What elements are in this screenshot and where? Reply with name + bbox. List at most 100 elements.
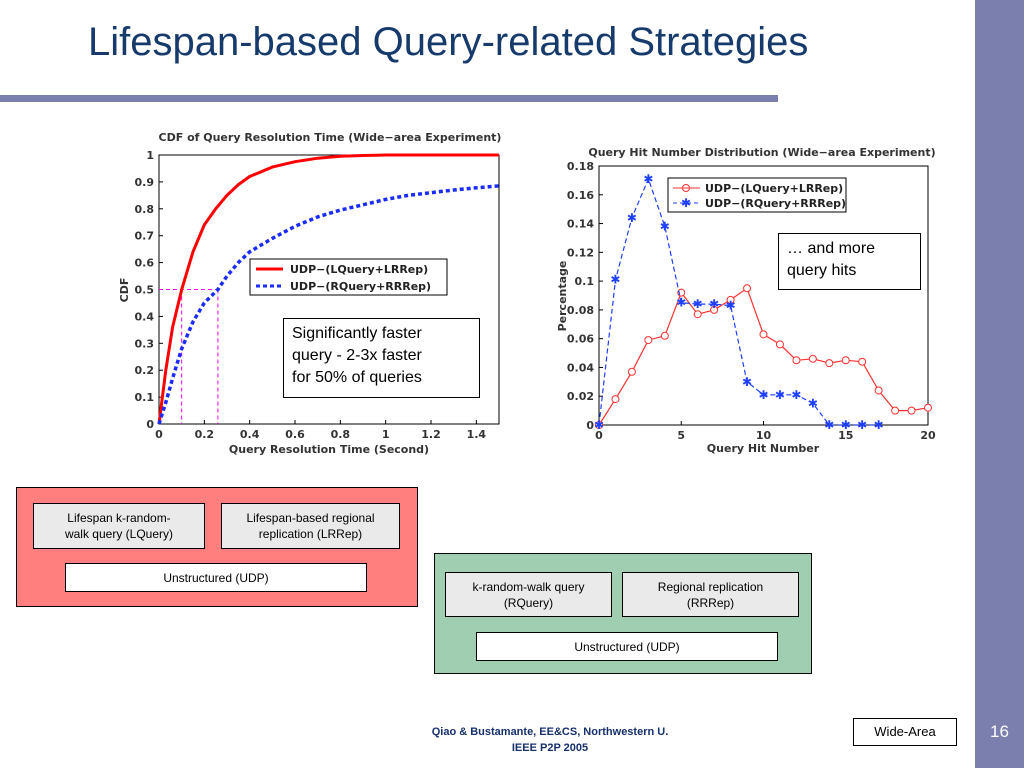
- data-point: [644, 336, 653, 345]
- data-point: ✱: [660, 219, 670, 233]
- x-tick-label: 20: [920, 429, 936, 442]
- data-point: [743, 284, 752, 293]
- y-tick-label: 0.9: [135, 176, 155, 189]
- data-point: [924, 403, 932, 412]
- footer-line1: Qiao & Bustamante, EE&CS, Northwestern U…: [431, 726, 669, 738]
- hit-xlabel: Query Hit Number: [707, 442, 820, 455]
- lrrep-label-line1: Lifespan-based regional: [246, 511, 375, 525]
- data-point: [775, 340, 784, 349]
- data-point: ✱: [841, 418, 851, 432]
- y-tick-label: 0.1: [575, 275, 595, 288]
- data-point: ✱: [676, 296, 686, 310]
- x-tick-label: 0.4: [240, 428, 260, 441]
- lquery-label-line2: walk query (LQuery): [64, 527, 174, 541]
- data-point: ✱: [824, 418, 834, 432]
- x-tick-label: 5: [677, 429, 685, 442]
- rrrep-label-line2: (RRRep): [686, 595, 735, 610]
- cdf-legend: [249, 258, 448, 296]
- data-point: ✱: [742, 375, 752, 389]
- data-point: [677, 288, 686, 297]
- footer-line2: IEEE P2P 2005: [511, 742, 589, 754]
- y-tick-label: 0.12: [567, 246, 594, 259]
- data-point: [726, 295, 735, 304]
- data-point: ✱: [693, 297, 703, 311]
- data-point: ✱: [627, 211, 637, 225]
- lquery-label-line1: Lifespan k-random-: [67, 511, 171, 525]
- data-point: ✱: [808, 396, 818, 410]
- rquery-box: k-random-walk query(RQuery): [445, 572, 612, 617]
- title-underline: [0, 95, 778, 102]
- y-tick-label: 0.1: [135, 391, 155, 404]
- data-point: [792, 356, 801, 365]
- lquery-box: Lifespan k-random-walk query (LQuery): [33, 503, 205, 549]
- cdf-legend-label-red: UDP−(LQuery+LRRep): [290, 263, 428, 276]
- rrrep-box: Regional replication(RRRep): [622, 572, 799, 617]
- hit-legend-label-red: UDP−(LQuery+LRRep): [705, 182, 843, 195]
- y-tick-label: 0.7: [135, 230, 155, 243]
- callout-faster-line3: for 50% of queries: [292, 369, 422, 386]
- x-tick-label: 0.8: [331, 428, 351, 441]
- data-point: [858, 357, 867, 366]
- data-point: [595, 421, 603, 429]
- y-tick-label: 0.06: [567, 333, 594, 346]
- callout-faster-query: Significantly faster query - 2-3x faster…: [283, 318, 480, 398]
- x-tick-label: 10: [756, 429, 772, 442]
- hit-chart-title: Query Hit Number Distribution (Wide−area…: [588, 146, 935, 159]
- x-tick-label: 0: [155, 428, 163, 441]
- data-point: ✱: [610, 273, 620, 287]
- callout-hits-line1: … and more: [787, 240, 876, 257]
- data-point: ✱: [791, 388, 801, 402]
- data-point: ✱: [726, 299, 736, 313]
- data-point: [907, 406, 916, 415]
- data-point: [611, 395, 620, 404]
- data-point: ✱: [643, 172, 653, 186]
- hit-legend-marker-red: [682, 184, 690, 192]
- cdf-legend-label-blue: UDP−(RQuery+RRRep): [290, 280, 431, 293]
- hit-ylabel: Percentage: [556, 261, 569, 332]
- hit-legend-label-blue: UDP−(RQuery+RRRep): [705, 197, 846, 210]
- rrrep-label-line1: Regional replication: [657, 579, 764, 594]
- x-tick-label: 15: [838, 429, 853, 442]
- data-point: [693, 310, 702, 319]
- data-point: ✱: [775, 388, 785, 402]
- y-tick-label: 1: [146, 149, 154, 162]
- hit-plot-frame: [598, 165, 929, 426]
- cdf-ylabel: CDF: [118, 278, 131, 303]
- callout-faster-line2: query - 2-3x faster: [292, 347, 422, 364]
- cdf-xlabel: Query Resolution Time (Second): [229, 443, 429, 456]
- slide-number: 16: [990, 722, 1009, 741]
- data-point: ✱: [857, 418, 867, 432]
- y-tick-label: 0.3: [135, 337, 155, 350]
- x-tick-label: 1: [382, 428, 390, 441]
- x-tick-label: 1.2: [421, 428, 441, 441]
- x-tick-label: 0.6: [285, 428, 305, 441]
- y-tick-label: 0.04: [567, 361, 594, 374]
- cdf-chart-title: CDF of Query Resolution Time (Wide−area …: [159, 131, 502, 144]
- x-tick-label: 1.4: [467, 428, 487, 441]
- y-tick-label: 0.02: [567, 390, 594, 403]
- y-tick-label: 0.6: [135, 257, 155, 270]
- data-point: ✱: [874, 418, 884, 432]
- callout-faster-line1: Significantly faster: [292, 325, 422, 342]
- data-point: [808, 354, 817, 363]
- y-tick-label: 0.08: [567, 304, 594, 317]
- data-point: [874, 386, 883, 395]
- data-point: [825, 359, 834, 368]
- rquery-label-line2: (RQuery): [503, 595, 554, 610]
- hit-legend: [667, 177, 847, 213]
- data-point: [891, 406, 900, 415]
- data-point: ✱: [758, 388, 768, 402]
- data-point: ✱: [709, 297, 719, 311]
- y-tick-label: 0: [146, 418, 154, 431]
- data-point: [710, 305, 719, 314]
- red-unstructured-base: Unstructured (UDP): [65, 563, 367, 592]
- y-tick-label: 0: [586, 419, 594, 432]
- data-point: [660, 331, 669, 340]
- y-tick-label: 0.5: [135, 284, 155, 297]
- y-tick-label: 0.16: [567, 189, 594, 202]
- footer-citation: Qiao & Bustamante, EE&CS, Northwestern U…: [380, 724, 720, 756]
- rquery-label-line1: k-random-walk query: [472, 579, 585, 594]
- data-point: [627, 367, 636, 376]
- y-tick-label: 0.14: [567, 218, 594, 231]
